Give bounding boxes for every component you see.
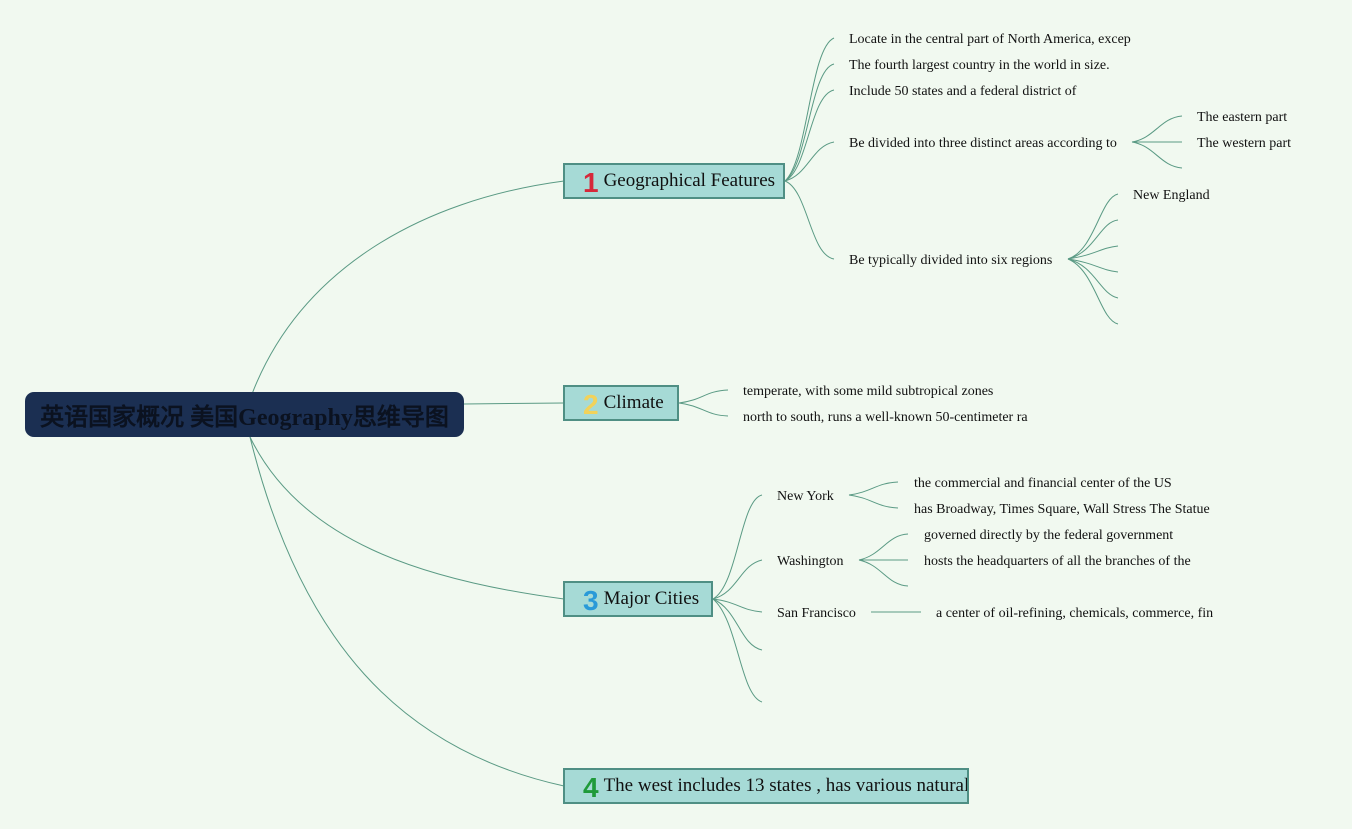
leaf-ny-broadway[interactable]: has Broadway, Times Square, Wall Stress … <box>914 502 1210 517</box>
number-badge-4: 4 <box>583 772 599 803</box>
leaf-rainfall-line[interactable]: north to south, runs a well-known 50-cen… <box>743 410 1028 425</box>
leaf-temperate[interactable]: temperate, with some mild subtropical zo… <box>743 384 994 399</box>
leaf-dc-headquarters[interactable]: hosts the headquarters of all the branch… <box>924 554 1191 569</box>
leaf-western-part[interactable]: The western part <box>1197 136 1292 151</box>
leaf-six-regions[interactable]: Be typically divided into six regions <box>849 253 1053 268</box>
leaf-ny-financial[interactable]: the commercial and financial center of t… <box>914 476 1172 491</box>
branch-west[interactable]: 4 The west includes 13 states , has vari… <box>563 768 969 804</box>
leaf-dc-federal[interactable]: governed directly by the federal governm… <box>924 528 1174 543</box>
branch-label: Major Cities <box>603 588 700 609</box>
leaf-sf-industry[interactable]: a center of oil-refining, chemicals, com… <box>936 606 1214 621</box>
root-topic[interactable]: 英语国家概况 美国Geography思维导图 <box>25 392 464 437</box>
branch-climate[interactable]: 2 Climate <box>563 385 679 421</box>
root-title: 英语国家概况 美国Geography思维导图 <box>40 405 449 431</box>
leaf-san-francisco[interactable]: San Francisco <box>777 606 856 621</box>
branch-major-cities[interactable]: 3 Major Cities <box>563 581 713 617</box>
number-badge-2: 2 <box>583 389 599 420</box>
branch-label: The west includes 13 states , has variou… <box>603 775 969 796</box>
leaf-location[interactable]: Locate in the central part of North Amer… <box>849 32 1131 47</box>
leaf-washington[interactable]: Washington <box>777 554 844 569</box>
leaf-eastern-part[interactable]: The eastern part <box>1197 110 1288 125</box>
branch-geographical-features[interactable]: 1 Geographical Features <box>563 163 785 199</box>
leaf-new-york[interactable]: New York <box>777 489 834 504</box>
number-badge-3: 3 <box>583 585 599 616</box>
number-badge-1: 1 <box>583 167 599 198</box>
leaf-new-england[interactable]: New England <box>1133 188 1210 203</box>
leaf-states[interactable]: Include 50 states and a federal district… <box>849 84 1077 99</box>
leaf-size[interactable]: The fourth largest country in the world … <box>849 58 1110 73</box>
branch-label: Geographical Features <box>603 170 776 191</box>
leaf-three-areas[interactable]: Be divided into three distinct areas acc… <box>849 136 1117 151</box>
branch-label: Climate <box>603 392 664 413</box>
